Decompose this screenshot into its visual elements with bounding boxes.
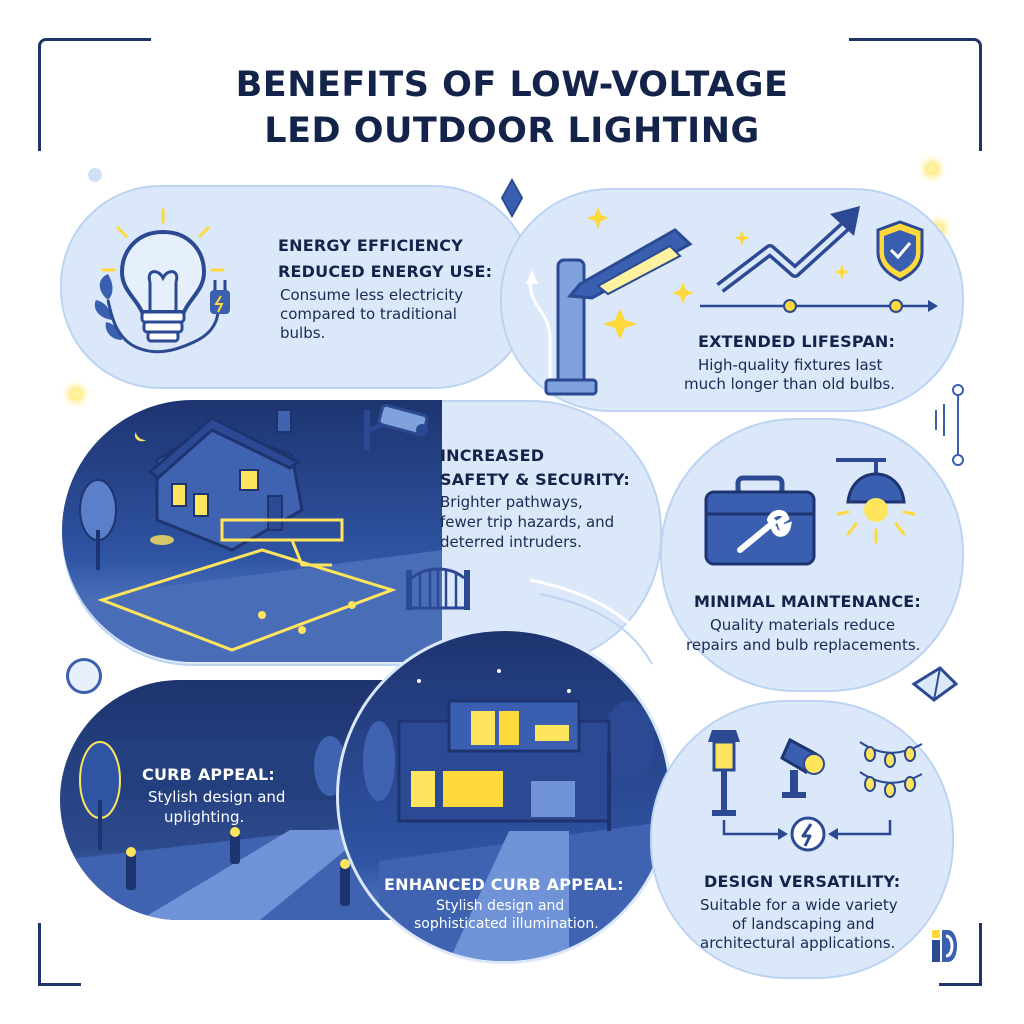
swoosh-decoration <box>529 578 662 665</box>
safety-heading-line-1: INCREASED <box>440 446 545 465</box>
safety-heading-line-2: SAFETY & SECURITY: <box>440 470 630 489</box>
decor-dot <box>88 168 102 182</box>
lifespan-heading: EXTENDED LIFESPAN: <box>698 332 896 351</box>
frame-corner-top-right <box>849 38 982 151</box>
lifespan-body-line-2: much longer than old bulbs. <box>684 375 895 393</box>
energy-body-line-3: bulbs. <box>280 324 326 342</box>
frame-corner-top-left <box>38 38 151 151</box>
versatility-body-line-2: of landscaping and <box>732 915 875 933</box>
title-line-2: LED OUTDOOR LIGHTING <box>264 111 760 151</box>
frame-corner-bottom-left <box>38 923 81 986</box>
energy-subheading: REDUCED ENERGY USE: <box>278 262 493 281</box>
maintenance-heading: MINIMAL MAINTENANCE: <box>694 592 922 611</box>
brand-logo <box>932 930 957 962</box>
fixtures-icon <box>708 730 923 852</box>
gate-icon <box>406 567 470 610</box>
vertical-slider-icon <box>935 384 964 466</box>
maintenance-body-line-1: Quality materials reduce <box>710 616 896 634</box>
safety-body-line-3: deterred intruders. <box>440 533 582 551</box>
energy-heading: ENERGY EFFICIENCY <box>278 236 463 255</box>
enhanced-body-line-1: Stylish design and <box>436 898 565 914</box>
energy-body-line-1: Consume less electricity <box>280 286 464 304</box>
page-title: BENEFITS OF LOW-VOLTAGE LED OUTDOOR LIGH… <box>0 62 1024 154</box>
versatility-body-line-3: architectural applications. <box>700 934 896 952</box>
safety-body-line-2: fewer trip hazards, and <box>440 513 615 531</box>
curb-heading: CURB APPEAL: <box>142 765 275 784</box>
sparkle-dot <box>72 390 80 398</box>
curb-body-line-1: Stylish design and <box>148 788 286 806</box>
frame-corner-bottom-right <box>939 923 982 986</box>
maintenance-body-line-2: repairs and bulb replacements. <box>686 636 921 654</box>
lifespan-body-line-1: High-quality fixtures last <box>698 356 883 374</box>
lightbulb-icon <box>94 208 230 354</box>
ceiling-lamp-icon <box>836 458 916 544</box>
sparkle-dot <box>928 165 936 173</box>
modern-house-illustration <box>363 669 669 961</box>
diamond-icon <box>500 178 524 218</box>
toolbox-icon <box>704 475 816 566</box>
title-line-1: BENEFITS OF LOW-VOLTAGE <box>235 65 789 105</box>
security-camera-icon <box>364 403 429 450</box>
safety-body-line-1: Brighter pathways, <box>440 493 583 511</box>
enhanced-body-line-2: sophisticated illumination. <box>414 916 599 932</box>
night-house-scene <box>62 400 442 662</box>
house-illustration <box>62 409 442 662</box>
enhanced-heading: ENHANCED CURB APPEAL: <box>384 875 624 894</box>
kite-icon <box>911 666 959 702</box>
energy-body-line-2: compared to traditional <box>280 305 457 323</box>
enhanced-curb-appeal-circle <box>336 628 672 964</box>
curb-body-line-2: uplighting. <box>164 808 245 826</box>
growth-arrow-icon <box>700 206 938 313</box>
versatility-heading: DESIGN VERSATILITY: <box>704 872 901 891</box>
versatility-body-line-1: Suitable for a wide variety <box>700 896 898 914</box>
street-lamp-icon <box>526 207 694 400</box>
